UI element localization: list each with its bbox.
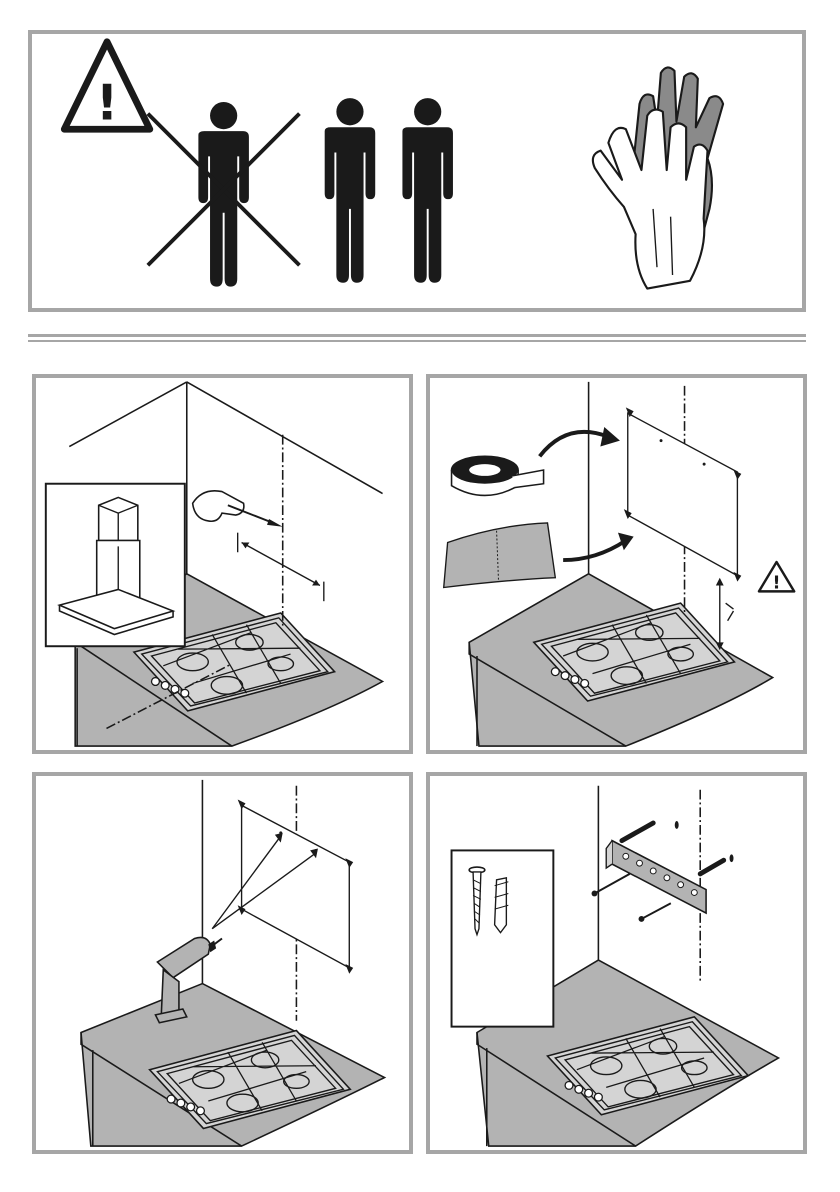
step-3-panel [32, 772, 413, 1154]
warning-illustration: ! [32, 34, 802, 308]
step-1-panel [32, 374, 413, 754]
step-1-illustration [36, 378, 409, 750]
template-sheet-icon [624, 407, 741, 581]
warning-mark: ! [773, 573, 781, 593]
two-persons-icon [325, 98, 453, 283]
tape-roll-icon [452, 456, 544, 495]
warning-panel: ! [28, 30, 806, 312]
warning-triangle-icon: ! [64, 42, 150, 132]
step-3-illustration [36, 776, 409, 1150]
hood-icon [46, 484, 185, 647]
step-4-illustration [430, 776, 803, 1150]
pencil-hand-icon [193, 491, 283, 527]
warning-triangle-icon: ! [759, 562, 794, 593]
wall-plug-icon [495, 878, 509, 933]
bracket-icon [606, 841, 706, 913]
gloves-icon [593, 67, 723, 288]
warning-mark: ! [96, 76, 118, 132]
step-4-panel [426, 772, 807, 1154]
person-crossed-icon [148, 102, 300, 287]
section-divider [28, 334, 806, 342]
step-2-illustration: ! [430, 378, 803, 750]
step-2-panel: ! [426, 374, 807, 754]
